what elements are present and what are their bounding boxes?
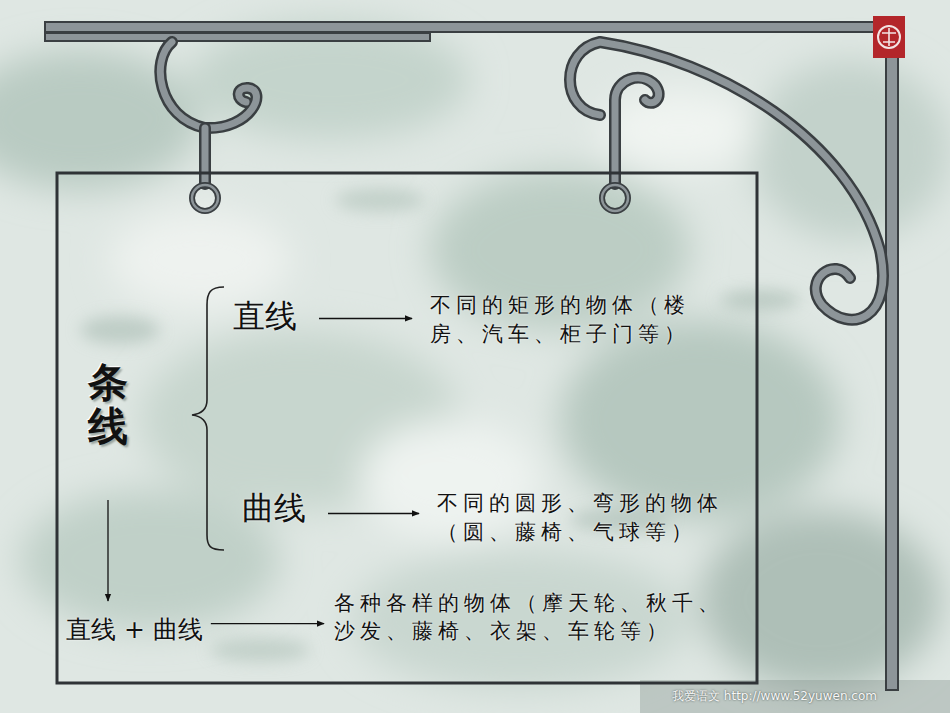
watermark-strip (640, 680, 950, 713)
branch-term: 直线 (233, 295, 297, 339)
watermark: 我爱语文 http://www.52yuwen.com (672, 688, 877, 705)
node-text: 直线 (233, 295, 297, 339)
sign-board (57, 173, 757, 683)
node-text: 不同的矩形的物体（楼 房、汽车、柜子门等） (430, 291, 708, 349)
mottled-streaks (80, 188, 800, 662)
description-text: 不同的矩形的物体（楼 房、汽车、柜子门等） (430, 291, 708, 349)
combined-term: 直线 + 曲线 (66, 613, 203, 646)
arrow-connector (107, 500, 108, 601)
description-text: 不同的圆形、弯形的物体 （圆、藤椅、气球等） (437, 489, 733, 547)
node-text: 条线 (88, 360, 128, 448)
iron-bracket (45, 22, 900, 690)
branch-term: 曲线 (242, 487, 306, 531)
mottled-texture (0, 20, 950, 690)
description-text: 各种各样的物体（摩天轮、秋千、 沙发、藤椅、衣架、车轮等） (334, 590, 732, 645)
arrow-connector (328, 513, 419, 514)
node-text: 不同的圆形、弯形的物体 （圆、藤椅、气球等） (437, 489, 733, 547)
node-text: 曲线 (242, 487, 306, 531)
node-text: 直线 + 曲线 (66, 613, 203, 646)
node-text: 各种各样的物体（摩天轮、秋千、 沙发、藤椅、衣架、车轮等） (334, 590, 732, 645)
arrow-connector (319, 318, 412, 319)
red-seal (873, 16, 905, 58)
topic-heading: 条线 (88, 360, 128, 448)
brace (192, 287, 224, 550)
arrow-connector (211, 623, 324, 624)
